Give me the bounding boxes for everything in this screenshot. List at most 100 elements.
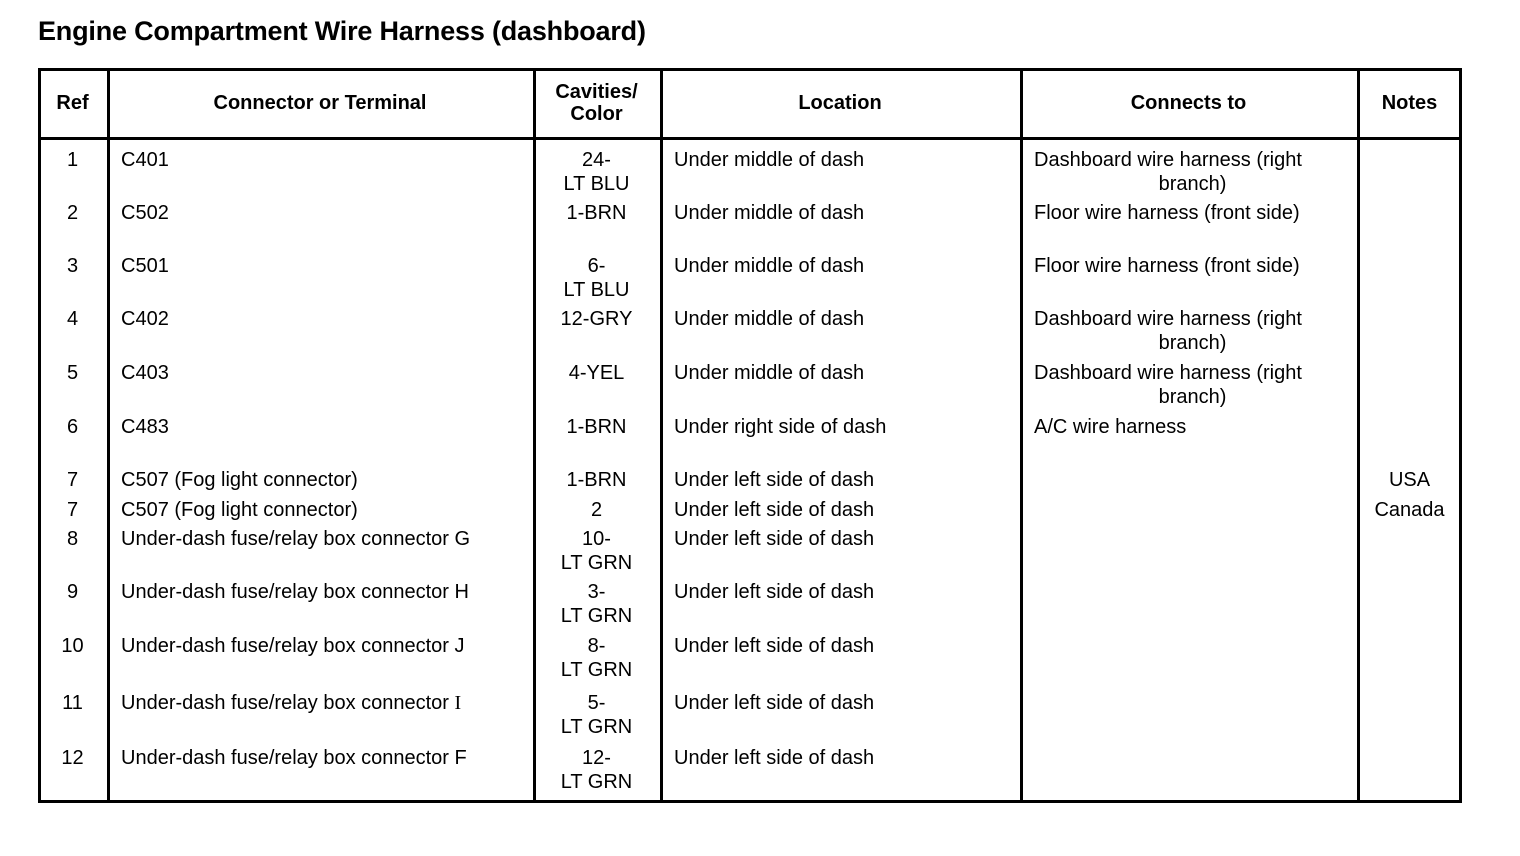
header-divider (38, 137, 1462, 140)
table-cell-connects-to: Floor wire harness (front side) (1034, 201, 1351, 225)
table-cell-connector: C507 (Fog light connector) (121, 499, 358, 521)
table-cell-location: Under middle of dash (674, 308, 865, 330)
table-cell-cavities: 1-BRN (536, 201, 657, 225)
table-cell-ref: 3 (66, 255, 79, 277)
cavities-line2: LT GRN (560, 771, 633, 793)
cavities-line1: 1-BRN (566, 416, 627, 438)
column-divider-ref (107, 68, 110, 803)
table-cell-ref: 10 (61, 635, 84, 657)
table-cell-connector: C403 (121, 362, 169, 384)
column-header-cavities: Cavities/ Color (536, 81, 657, 125)
table-cell-cavities: 1-BRN (536, 468, 657, 492)
column-divider-cavities (660, 68, 663, 803)
table-cell-location: Under left side of dash (674, 692, 875, 714)
column-divider-connector (533, 68, 536, 803)
column-header-connector: Connector or Terminal (213, 92, 427, 114)
table-cell-cavities: 4-YEL (536, 361, 657, 385)
cavities-line1: 3- (587, 581, 606, 603)
table-cell-cavities: 24-LT BLU (536, 148, 657, 196)
column-header-location: Location (798, 92, 882, 114)
table-cell-cavities: 12-GRY (536, 307, 657, 331)
cavities-line2: LT BLU (563, 173, 630, 195)
table-cell-connector: C507 (Fog light connector) (121, 469, 358, 491)
table-cell-connector: Under-dash fuse/relay box connector G (121, 528, 471, 550)
table-cell-connector: C402 (121, 308, 169, 330)
table-cell-connects-to: A/C wire harness (1034, 415, 1351, 439)
cavities-line2: LT GRN (560, 716, 633, 738)
table-cell-cavities: 5-LT GRN (536, 691, 657, 739)
table-cell-location: Under left side of dash (674, 747, 875, 769)
column-header-connects-to: Connects to (1130, 92, 1247, 114)
table-cell-cavities: 3-LT GRN (536, 580, 657, 628)
table-cell-ref: 7 (66, 469, 79, 491)
cavities-line1: 1-BRN (566, 469, 627, 491)
cavities-line1: 8- (587, 635, 606, 657)
column-divider-connects (1357, 68, 1360, 803)
table-cell-ref: 8 (66, 528, 79, 550)
cavities-line1: 24- (582, 149, 611, 171)
connector-letter-i: I (454, 692, 462, 714)
cavities-line1: 12- (582, 747, 611, 769)
table-cell-connector: Under-dash fuse/relay box connector I (121, 692, 462, 714)
table-cell-ref: 12 (61, 747, 84, 769)
table-cell-connector: C501 (121, 255, 169, 277)
column-header-notes: Notes (1381, 92, 1438, 114)
connects-to-line1: Floor wire harness (front side) (1034, 202, 1300, 224)
table-cell-cavities: 10-LT GRN (536, 527, 657, 575)
table-cell-ref: 1 (66, 149, 79, 171)
table-cell-location: Under middle of dash (674, 362, 865, 384)
table-cell-cavities: 12-LT GRN (536, 746, 657, 794)
cavities-line1: 10- (582, 528, 611, 550)
table-cell-location: Under left side of dash (674, 581, 875, 603)
table-cell-connector: Under-dash fuse/relay box connector H (121, 581, 469, 603)
connects-to-line1: Floor wire harness (front side) (1034, 255, 1300, 277)
connects-to-line1: A/C wire harness (1034, 416, 1187, 438)
table-cell-notes: Canada (1374, 499, 1445, 521)
cavities-line1: 6- (587, 255, 606, 277)
table-cell-connector: C483 (121, 416, 169, 438)
table-cell-location: Under left side of dash (674, 635, 875, 657)
cavities-line2: LT GRN (560, 659, 633, 681)
table-cell-connector: Under-dash fuse/relay box connector J (121, 635, 465, 657)
cavities-line1: 1-BRN (566, 202, 627, 224)
table-cell-location: Under left side of dash (674, 528, 875, 550)
table-cell-cavities: 2 (536, 498, 657, 522)
table-cell-location: Under middle of dash (674, 149, 865, 171)
table-cell-location: Under middle of dash (674, 202, 865, 224)
table-cell-connector: C502 (121, 202, 169, 224)
column-divider-location (1020, 68, 1023, 803)
table-cell-location: Under right side of dash (674, 416, 887, 438)
table-cell-connects-to: Floor wire harness (front side) (1034, 254, 1351, 278)
table-cell-ref: 4 (66, 308, 79, 330)
connects-to-line1: Dashboard wire harness (right (1034, 362, 1302, 384)
connects-to-line2: branch) (1158, 386, 1227, 408)
connects-to-line2: branch) (1158, 332, 1227, 354)
connects-to-line2: branch) (1158, 173, 1227, 195)
column-header-cavities-line2: Color (570, 103, 623, 125)
table-cell-ref: 5 (66, 362, 79, 384)
table-cell-ref: 6 (66, 416, 79, 438)
table-cell-connector: Under-dash fuse/relay box connector F (121, 747, 467, 769)
table-cell-location: Under left side of dash (674, 469, 875, 491)
table-cell-notes: USA (1388, 469, 1431, 491)
connects-to-line1: Dashboard wire harness (right (1034, 149, 1302, 171)
column-header-ref: Ref (56, 92, 89, 114)
table-cell-connector: C401 (121, 149, 169, 171)
connects-to-line1: Dashboard wire harness (right (1034, 308, 1302, 330)
cavities-line1: 4-YEL (568, 362, 625, 384)
cavities-line1: 5- (587, 692, 606, 714)
page-title: Engine Compartment Wire Harness (dashboa… (38, 16, 646, 46)
cavities-line2: LT GRN (560, 552, 633, 574)
table-cell-ref: 11 (62, 692, 83, 714)
table-cell-cavities: 8-LT GRN (536, 634, 657, 682)
cavities-line2: LT BLU (563, 279, 630, 301)
cavities-line1: 2 (590, 499, 603, 521)
table-cell-cavities: 6-LT BLU (536, 254, 657, 302)
table-cell-cavities: 1-BRN (536, 415, 657, 439)
table-cell-location: Under left side of dash (674, 499, 875, 521)
cavities-line1: 12-GRY (560, 308, 633, 330)
